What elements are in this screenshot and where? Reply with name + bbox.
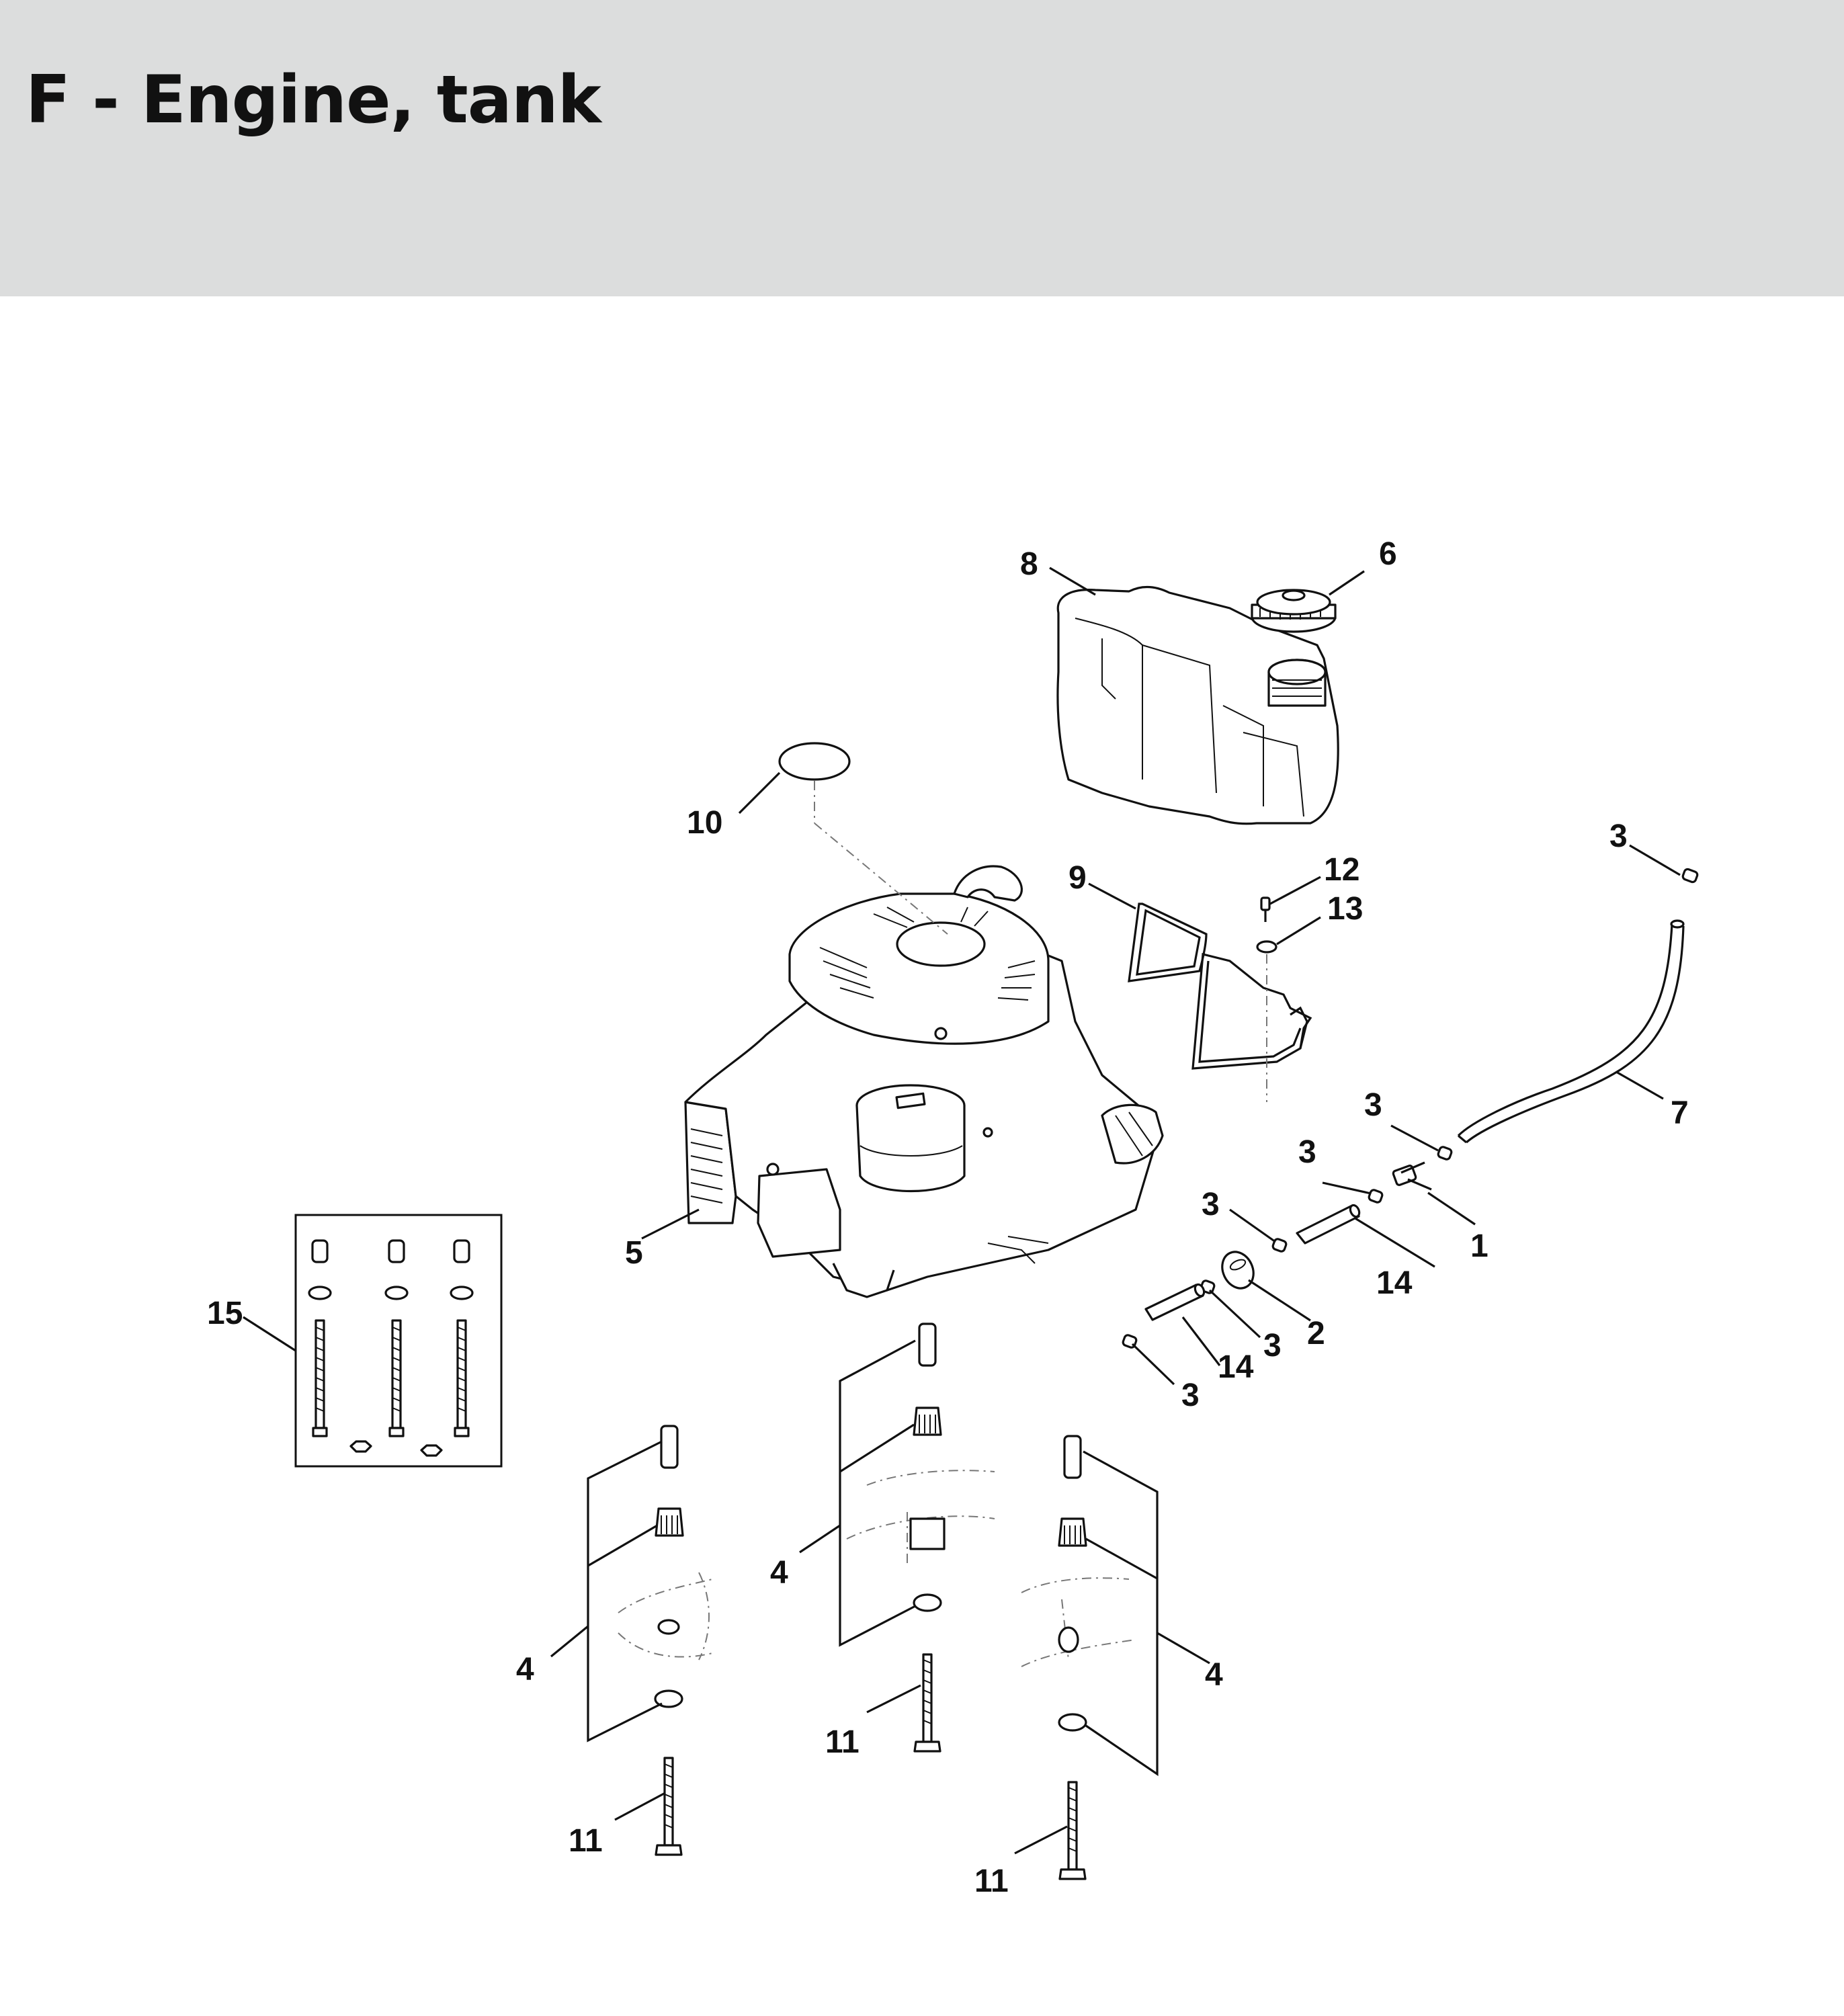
page-title: F - Engine, tank bbox=[26, 62, 601, 138]
leader-lines bbox=[243, 566, 1681, 1855]
fuel-line-14b bbox=[1144, 1283, 1206, 1321]
gasket-ring bbox=[778, 742, 851, 781]
fuel-filter bbox=[1221, 1251, 1255, 1290]
mounting-kit-box bbox=[294, 1214, 503, 1468]
fuel-tank bbox=[1056, 585, 1339, 825]
callout-10: 10 bbox=[687, 805, 722, 841]
callout-6: 6 bbox=[1379, 536, 1397, 572]
callout-11: 11 bbox=[569, 1823, 603, 1859]
callout-4: 4 bbox=[770, 1555, 788, 1591]
callout-11: 11 bbox=[825, 1724, 860, 1760]
fuel-valve bbox=[1392, 1161, 1432, 1191]
callout-3: 3 bbox=[1364, 1087, 1382, 1123]
callout-3: 3 bbox=[1181, 1378, 1200, 1413]
callout-4: 4 bbox=[1205, 1657, 1223, 1693]
callout-14: 14 bbox=[1376, 1265, 1413, 1301]
callout-7: 7 bbox=[1671, 1095, 1689, 1131]
engine bbox=[684, 865, 1164, 1298]
header-band: F - Engine, tank bbox=[0, 0, 1844, 296]
callout-14: 14 bbox=[1218, 1349, 1254, 1385]
screw-12 bbox=[1260, 896, 1271, 922]
threaded-stud bbox=[384, 1239, 409, 1437]
fuel-line-14a bbox=[1296, 1204, 1361, 1245]
mount-stack-left bbox=[618, 1425, 713, 1856]
callout-12: 12 bbox=[1324, 852, 1359, 888]
nut bbox=[420, 1444, 443, 1457]
fuel-hose bbox=[1457, 923, 1685, 1144]
hose-clamp bbox=[1368, 1189, 1384, 1204]
callout-3: 3 bbox=[1298, 1134, 1316, 1170]
mount-stack-middle bbox=[846, 1322, 995, 1753]
callout-2: 2 bbox=[1307, 1316, 1325, 1351]
threaded-stud bbox=[308, 1239, 332, 1437]
callout-4: 4 bbox=[516, 1652, 534, 1687]
callout-11: 11 bbox=[974, 1863, 1009, 1899]
hose-clamp bbox=[1681, 868, 1699, 884]
callout-3: 3 bbox=[1609, 818, 1628, 854]
callout-9: 9 bbox=[1068, 860, 1087, 896]
callout-8: 8 bbox=[1020, 546, 1038, 582]
mount-stack-right bbox=[1021, 1435, 1136, 1880]
callout-5: 5 bbox=[625, 1235, 643, 1271]
fuel-cap bbox=[1251, 589, 1337, 633]
callout-3: 3 bbox=[1263, 1328, 1282, 1363]
hose-clamp bbox=[1437, 1146, 1453, 1161]
callout-15: 15 bbox=[207, 1296, 243, 1331]
threaded-stud bbox=[450, 1239, 474, 1437]
washer-13 bbox=[1256, 940, 1277, 954]
nut bbox=[349, 1440, 372, 1453]
callout-1: 1 bbox=[1470, 1228, 1489, 1264]
callout-3: 3 bbox=[1202, 1187, 1220, 1222]
hose-clamp bbox=[1271, 1238, 1288, 1253]
tank-bracket-frame bbox=[1128, 902, 1312, 1070]
callout-13: 13 bbox=[1327, 891, 1363, 927]
exploded-parts-diagram: 8 6 10 9 12 13 3 7 3 3 1 3 14 2 3 14 3 5… bbox=[207, 536, 1699, 1899]
